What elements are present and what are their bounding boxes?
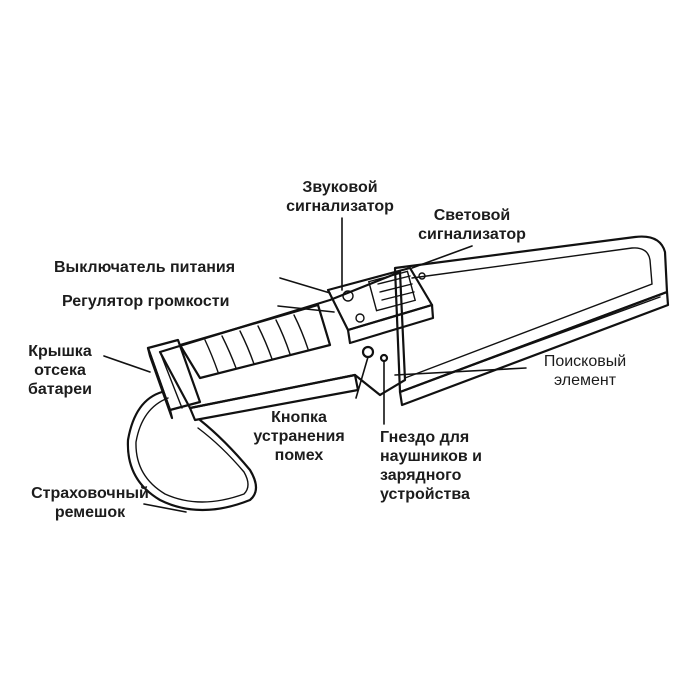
control-panel-shape [326, 266, 435, 345]
label-search-element: Поисковый элемент [520, 352, 650, 390]
label-noise-button-line2: устранения [253, 428, 345, 445]
label-volume-control: Регулятор громкости [62, 292, 229, 311]
label-volume-control-line1: Регулятор громкости [62, 293, 230, 310]
label-battery-cover-line2: отсека [34, 362, 86, 379]
label-power-switch-line1: Выключатель питания [54, 259, 236, 276]
label-noise-button: Кнопка устранения помех [234, 408, 364, 465]
label-noise-button-line1: Кнопка [271, 409, 327, 426]
label-light-signal-line1: Световой [433, 207, 511, 224]
label-noise-button-line3: помех [274, 447, 324, 464]
leader-lines [103, 217, 527, 513]
wrist-strap-shape [126, 390, 258, 512]
label-battery-cover: Крышка отсека батареи [10, 342, 110, 399]
label-sound-signal: Звуковой сигнализатор [270, 178, 410, 216]
label-sound-signal-line2: сигнализатор [286, 198, 394, 215]
label-power-switch: Выключатель питания [54, 258, 235, 277]
label-jack-line2: наушников и [380, 448, 482, 465]
label-battery-cover-line3: батареи [27, 381, 93, 398]
label-strap-line1: Страховочный [31, 485, 149, 502]
label-jack-line3: зарядного [380, 467, 462, 484]
label-search-element-line2: элемент [553, 372, 617, 389]
label-light-signal: Световой сигнализатор [402, 206, 542, 244]
label-sound-signal-line1: Звуковой [302, 179, 378, 196]
handle-grip-shape [178, 303, 332, 380]
label-search-element-line1: Поисковый [543, 353, 627, 370]
side-controls-shape [361, 345, 389, 363]
label-jack-line1: Гнездо для [380, 429, 470, 446]
label-strap-line2: ремешок [54, 504, 126, 521]
label-strap: Страховочный ремешок [10, 484, 170, 522]
label-battery-cover-line1: Крышка [28, 343, 92, 360]
label-jack: Гнездо для наушников и зарядного устройс… [380, 428, 482, 504]
label-light-signal-line2: сигнализатор [418, 226, 526, 243]
search-element-shape [393, 235, 670, 407]
battery-cover-shape [146, 338, 202, 420]
label-jack-line4: устройства [380, 486, 470, 503]
